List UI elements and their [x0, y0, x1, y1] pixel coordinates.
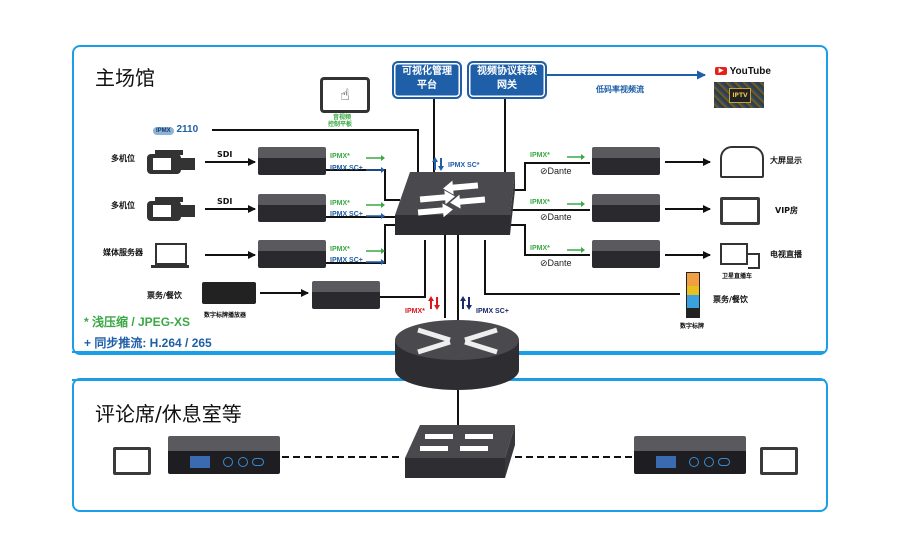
satellite-truck-label: 卫星直播车: [722, 273, 753, 280]
main-hall-title: 主场馆: [95, 66, 155, 90]
encoder-device-4: [312, 281, 380, 309]
decoder-device-1: [592, 147, 660, 175]
vip-screen-icon: [720, 197, 760, 225]
ipmx-star-label-router: IPMX*: [405, 308, 425, 315]
network-switch-bottom: [405, 425, 515, 478]
output-label-tv: 电视直播: [770, 250, 802, 259]
iptv-image: IPTV: [714, 82, 764, 108]
decoder-device-3: [592, 240, 660, 268]
youtube-play-icon: ▶: [715, 67, 727, 76]
dante-label: ⊘Dante: [540, 258, 572, 268]
legend-shallow-compression: * 浅压缩 / JPEG-XS: [84, 315, 191, 329]
camera-icon: [147, 197, 197, 221]
st2110-text: 2110: [176, 124, 199, 135]
sdi-label-1: SDI: [217, 150, 233, 159]
ipmx-sc-plus-label: IPMX SC+: [330, 257, 363, 264]
ipmx-star-label: IPMX*: [330, 246, 350, 253]
input-label-camera-2: 多机位: [111, 201, 135, 210]
input-label-media-server: 媒体服务器: [103, 248, 143, 257]
ipmx-star-label: IPMX*: [530, 199, 550, 206]
router-icon: [395, 320, 519, 390]
gateway-line1: 视频协议转换: [477, 66, 537, 77]
decoder-device-2: [592, 194, 660, 222]
ipmx-sc-star-label: IPMX SC*: [448, 162, 480, 169]
commentary-device-left: [168, 436, 280, 474]
commentary-title: 评论席/休息室等: [95, 402, 242, 426]
dante-text: Dante: [547, 166, 572, 176]
tablet-label-1: 音视频: [333, 114, 352, 121]
dante-text: Dante: [547, 258, 572, 268]
commentary-screen-right: [760, 447, 798, 475]
laptop-icon: [151, 243, 189, 268]
big-screen-icon: [720, 146, 764, 178]
iptv-label: IPTV: [729, 88, 751, 103]
ipmx-sc-plus-label: IPMX SC+: [330, 165, 363, 172]
digital-signage-label: 数字标牌: [680, 323, 705, 330]
camera-icon: [147, 150, 197, 174]
dante-label: ⊘Dante: [540, 166, 572, 176]
ipmx-badge: IPMX: [153, 127, 174, 135]
ipmx-2110-logo: IPMX 2110: [153, 124, 198, 135]
digital-signage-icon: [686, 272, 700, 318]
ipmx-arrows-left: [366, 155, 385, 265]
output-label-big-screen: 大屏显示: [770, 156, 802, 165]
youtube-text: YouTube: [729, 66, 771, 77]
ipmx-sc-plus-label-router: IPMX SC+: [476, 308, 509, 315]
youtube-logo: ▶ YouTube: [715, 66, 771, 77]
tablet-icon: ☝: [320, 77, 370, 113]
ipmx-star-label: IPMX*: [530, 152, 550, 159]
protocol-gateway[interactable]: 视频协议转换 网关: [467, 61, 547, 99]
signage-player-icon: [202, 282, 256, 304]
ipmx-star-label: IPMX*: [330, 153, 350, 160]
ipmx-arrows-right: [567, 154, 585, 253]
visual-mgmt-line1: 可视化管理: [402, 66, 452, 77]
input-label-camera-1: 多机位: [111, 154, 135, 163]
bidirectional-arrows: [428, 157, 472, 310]
output-label-ticketing: 票务/餐饮: [713, 295, 748, 304]
legend-sync-stream: + 同步推流: H.264 / 265: [84, 336, 212, 350]
visual-management-platform[interactable]: 可视化管理 平台: [392, 61, 462, 99]
encoder-device-1: [258, 147, 326, 175]
dante-text: Dante: [547, 212, 572, 222]
low-bitrate-label: 低码率视频流: [596, 85, 644, 94]
broadcast-truck-icon: [720, 243, 760, 269]
dante-label: ⊘Dante: [540, 212, 572, 222]
ipmx-star-label: IPMX*: [330, 200, 350, 207]
output-label-vip: VIP房: [775, 206, 799, 215]
gateway-line2: 网关: [497, 80, 517, 91]
encoder-device-2: [258, 194, 326, 222]
tablet-label-2: 控制平板: [328, 121, 353, 128]
input-label-ticketing: 票务/餐饮: [147, 291, 182, 300]
commentary-device-right: [634, 436, 746, 474]
commentary-screen-left: [113, 447, 151, 475]
ipmx-star-label: IPMX*: [530, 245, 550, 252]
signage-player-label: 数字标牌播放器: [204, 312, 247, 319]
network-switch-main: [395, 172, 515, 235]
sdi-label-2: SDI: [217, 197, 233, 206]
visual-mgmt-line2: 平台: [417, 80, 437, 91]
encoder-device-3: [258, 240, 326, 268]
ipmx-sc-plus-label: IPMX SC+: [330, 211, 363, 218]
